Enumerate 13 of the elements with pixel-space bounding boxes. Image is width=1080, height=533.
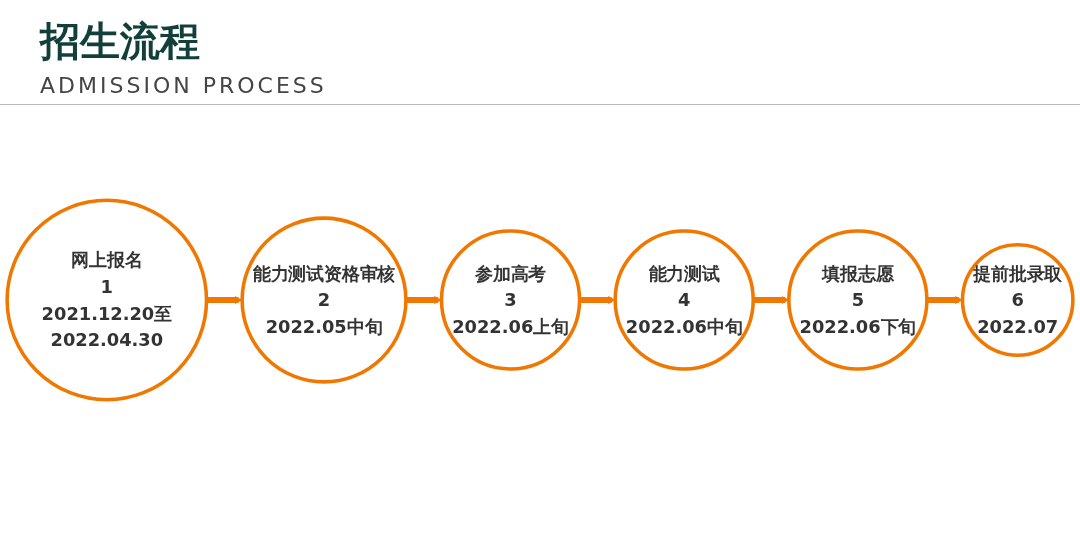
title: 招生流程: [40, 17, 201, 66]
node-circle: 能力测试资格审核 2 2022.05中旬: [240, 216, 408, 384]
node-circle: 能力测试 4 2022.06中旬: [613, 229, 755, 371]
node-circle: 提前批录取 6 2022.07: [960, 243, 1075, 357]
arrow: [926, 296, 963, 304]
node-circle: 参加高考 3 2022.06上旬: [439, 229, 582, 371]
subtitle: ADMISSION PROCESS: [40, 73, 328, 98]
arrow: [206, 296, 243, 304]
arrow: [753, 296, 790, 304]
arrow: [405, 296, 442, 304]
node-circle: 网上报名 1 2021.12.20至2022.04.30: [5, 198, 209, 402]
node-circle: 填报志愿 5 2022.06下旬: [787, 229, 929, 371]
arrow: [579, 296, 616, 304]
